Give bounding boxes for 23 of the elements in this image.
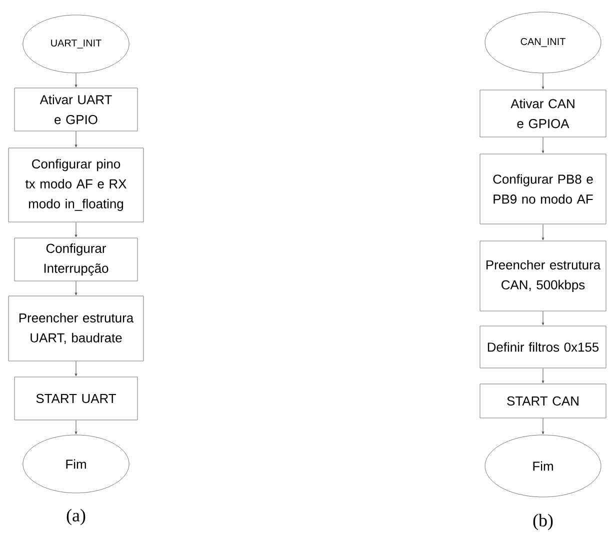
process-box: Configurar PB8 e PB9 no modo AF bbox=[480, 154, 606, 224]
arrow bbox=[74, 72, 78, 88]
arrow bbox=[542, 368, 544, 384]
process-box: Preencher estrutura UART, baudrate bbox=[8, 296, 144, 362]
subfigure-caption: (b) bbox=[533, 514, 553, 530]
process-box: START CAN bbox=[480, 384, 606, 418]
process-box: Configurar pino tx modo AF e RX modo in_floating bbox=[8, 148, 144, 222]
arrow bbox=[74, 280, 78, 296]
arrow bbox=[74, 420, 78, 434]
process-box: Configurar Interrupção bbox=[14, 238, 138, 282]
arrow bbox=[74, 360, 78, 376]
process-box: Definir filtros 0x155 bbox=[480, 326, 606, 368]
arrow bbox=[542, 72, 544, 90]
process-box: Preencher estrutura CAN, 500kbps bbox=[480, 240, 606, 312]
arrow bbox=[542, 224, 544, 240]
process-box: Ativar UART e GPIO bbox=[14, 88, 138, 132]
arrow bbox=[74, 222, 78, 238]
arrow bbox=[542, 418, 544, 434]
process-box: START UART bbox=[14, 376, 138, 420]
arrow bbox=[542, 310, 544, 326]
arrow bbox=[542, 136, 544, 154]
process-box: Ativar CAN e GPIOA bbox=[480, 90, 606, 138]
arrow bbox=[74, 130, 78, 148]
